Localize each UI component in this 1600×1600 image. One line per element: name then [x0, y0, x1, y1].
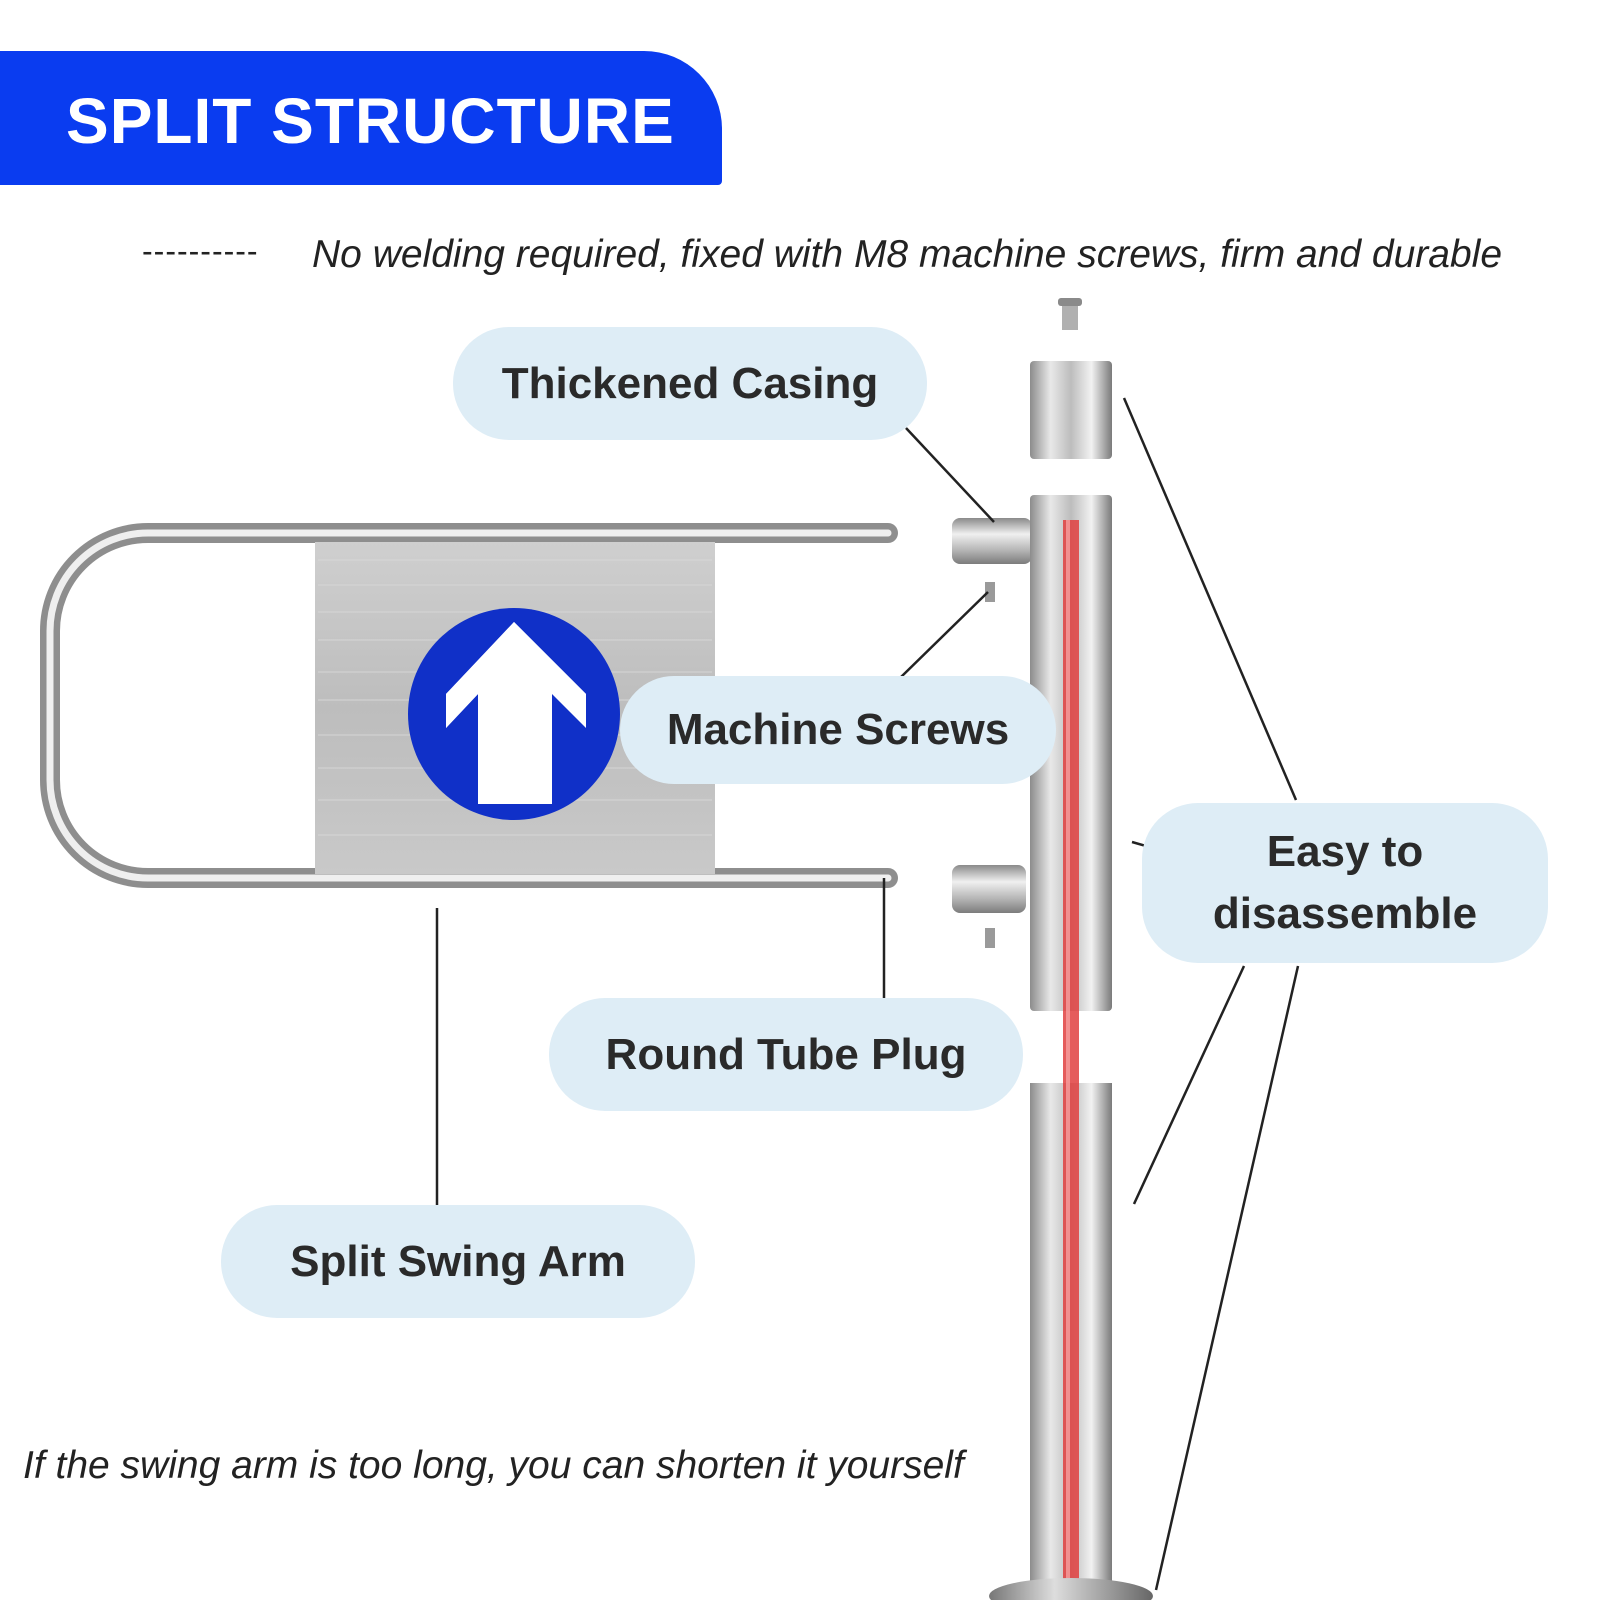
- up-arrow-icon: [408, 608, 620, 820]
- page-title: SPLIT STRUCTURE: [66, 85, 675, 157]
- title-banner: [0, 51, 722, 185]
- upper-arm-connector: [952, 518, 1032, 564]
- post-base: [989, 1578, 1153, 1600]
- callout-thickened-casing: Thickened Casing: [453, 327, 927, 440]
- lower-arm-connector: [952, 865, 1026, 913]
- screw-icon-upper: [985, 582, 995, 602]
- red-stripe: [1063, 520, 1079, 1600]
- screw-icon: [1058, 298, 1082, 330]
- footnote: If the swing arm is too long, you can sh…: [23, 1444, 964, 1487]
- subtitle-text: No welding required, fixed with M8 machi…: [312, 233, 1503, 276]
- screw-icon-lower: [985, 928, 995, 948]
- callout-split-swing-arm: Split Swing Arm: [221, 1205, 695, 1318]
- callout-machine-screws: Machine Screws: [620, 676, 1056, 784]
- post-top-cap: [1030, 361, 1112, 459]
- post: [989, 361, 1153, 1600]
- callout-easy-to-disassemble: Easy to disassemble: [1142, 803, 1548, 963]
- subtitle-dashes: ----------: [142, 233, 259, 269]
- callout-round-tube-plug: Round Tube Plug: [549, 998, 1023, 1111]
- leader-lines: [435, 397, 1300, 1591]
